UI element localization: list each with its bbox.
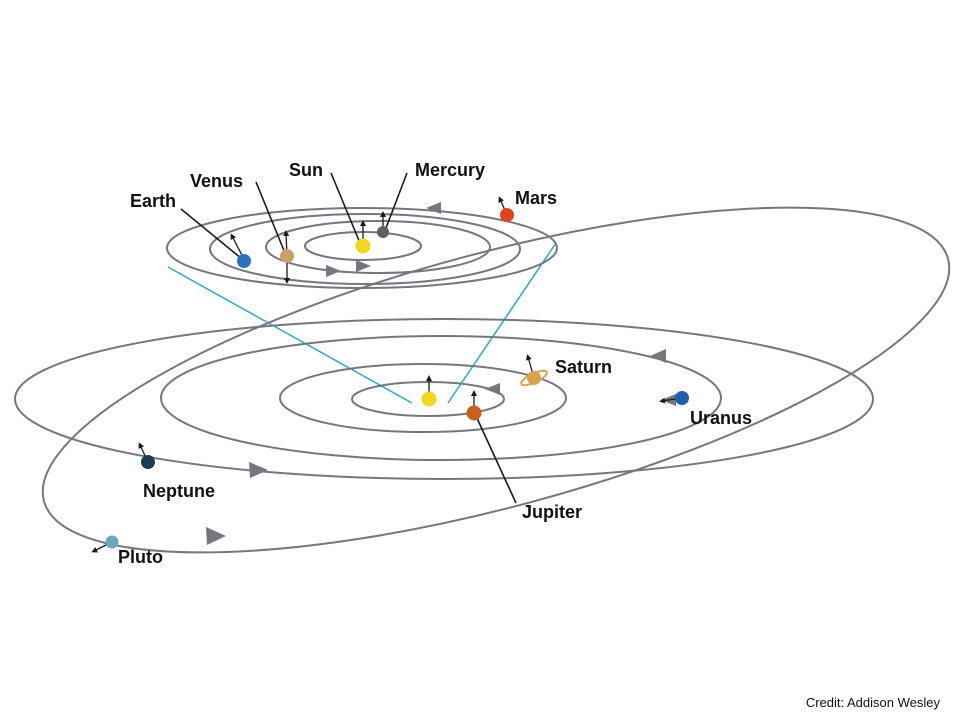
arrow-pluto-orbit: [206, 527, 226, 545]
label-saturn: Saturn: [555, 357, 612, 377]
leader-earth: [181, 209, 242, 259]
uranus-body: [675, 391, 689, 405]
label-pluto: Pluto: [118, 547, 163, 567]
venus-body: [280, 249, 294, 263]
arrow-venus-orbit: [326, 265, 341, 277]
mercury-body: [377, 226, 389, 238]
sun-body: [356, 239, 371, 254]
neptune-body: [141, 455, 155, 469]
label-earth: Earth: [130, 191, 176, 211]
label-sun: Sun: [289, 160, 323, 180]
leader-venus: [256, 182, 285, 253]
arrow-mars-orbit: [426, 202, 441, 214]
mars-body: [500, 208, 514, 222]
arrow-uranus-orbit: [650, 349, 666, 363]
pluto-body: [106, 536, 119, 549]
label-mars: Mars: [515, 188, 557, 208]
credit-line: Credit: Addison Wesley: [806, 695, 940, 710]
arrow-neptune-orbit: [249, 462, 268, 478]
label-jupiter: Jupiter: [522, 502, 582, 522]
label-venus: Venus: [190, 171, 243, 191]
label-uranus: Uranus: [690, 408, 752, 428]
orbit-neptune: [15, 319, 873, 479]
leader-mercury: [386, 173, 407, 228]
jupiter-body: [467, 406, 482, 421]
sun-body-outer: [422, 392, 437, 407]
saturn-body: [519, 368, 548, 388]
arrow-mercury-orbit: [356, 260, 371, 272]
orbit-uranus: [161, 336, 721, 460]
label-mercury: Mercury: [415, 160, 485, 180]
earth-body: [237, 254, 251, 268]
arrow-saturn-orbit: [485, 383, 500, 395]
label-neptune: Neptune: [143, 481, 215, 501]
